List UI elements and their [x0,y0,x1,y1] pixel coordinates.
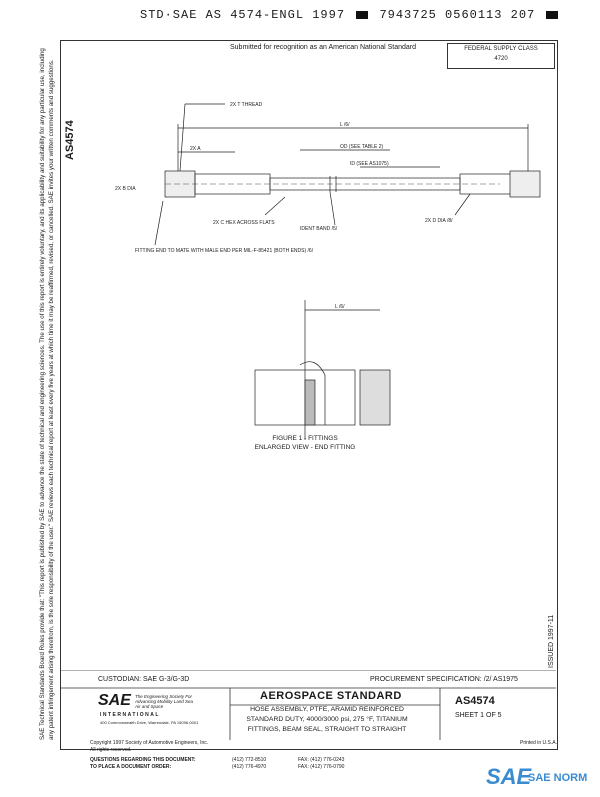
contact-phones: (412) 772-8510 (412) 776-4970 [232,757,266,771]
sae-tagline: The Engineering Society For Advancing Mo… [135,694,194,709]
technical-drawing: 2X T THREAD L /6/ 2X A OD (SEE TABLE 2) … [115,102,541,440]
watermark-text: SAE NORM [528,772,588,784]
phone-orders: (412) 776-4970 [232,764,267,770]
sae-address: 400 Commonwealth Drive, Warrendale, PA 1… [100,720,199,725]
procurement-spec: PROCUREMENT SPECIFICATION: /2/ AS1975 [370,676,518,683]
issued-date: ISSUED 1997-11 [548,614,555,668]
copyright-line: Copyright 1997 Society of Automotive Eng… [90,740,209,746]
printed-in: Printed in U.S.A. [520,740,557,746]
questions-label: QUESTIONS REGARDING THIS DOCUMENT: [90,757,196,763]
drawing-frame [60,40,558,750]
id-label: ID (SEE AS1075) [350,161,389,167]
standard-title: AEROSPACE STANDARD [260,690,402,702]
custodian: CUSTODIAN: SAE G-3/G-3D [98,676,190,683]
length-label: L /6/ [340,122,350,128]
redaction-block [546,10,559,19]
figure-subtitle: ENLARGED VIEW - END FITTING [254,444,356,451]
enlarged-length-label: L /6/ [335,304,345,310]
header-code: 7943725 0560113 207 [379,8,536,22]
watermark-logo: SAE [486,764,532,789]
header-identifier: STD·SAE AS 4574-ENGL 1997 [140,8,346,22]
supply-class-label: FEDERAL SUPPLY CLASS [464,46,538,52]
sheet-number: SHEET 1 OF 5 [455,712,502,719]
figure-title: FIGURE 1 - FITTINGS [272,435,338,442]
rights-line: All rights reserved. [90,747,132,753]
c-dim-label: 2X C HEX ACROSS FLATS [213,220,275,226]
document-header-line: STD·SAE AS 4574-ENGL 1997 7943725 056011… [140,8,561,22]
sae-logo: SAE [98,692,131,709]
supply-class-value: 4720 [494,56,508,62]
standard-description: HOSE ASSEMBLY, PTFE, ARAMID REINFORCED S… [246,706,408,733]
b-dim-label: 2X B DIA [115,186,136,192]
order-label: TO PLACE A DOCUMENT ORDER: [90,764,172,770]
title-block-grid [60,670,556,740]
d-dim-label: 2X D DIA /8/ [425,218,453,224]
thread-label: 2X T THREAD [230,102,263,108]
supply-class-box: FEDERAL SUPPLY CLASS 4720 [447,43,555,69]
ident-band-label: IDENT BAND /5/ [300,226,338,232]
contact-fax: FAX: (412) 776-0243 FAX: (412) 776-0790 [298,757,344,771]
submitted-note: Submitted for recognition as an American… [230,44,416,51]
copyright: Copyright 1997 Society of Automotive Eng… [90,740,208,754]
figure-caption: FIGURE 1 - FITTINGS ENLARGED VIEW - END … [220,434,390,452]
a-dim-label: 2X A [190,146,201,152]
disclaimer-text: SAE Technical Standards Board Rules prov… [39,48,55,740]
document-number: AS4574 [455,695,495,707]
contact-labels: QUESTIONS REGARDING THIS DOCUMENT: TO PL… [90,757,196,771]
fax-questions: FAX: (412) 776-0243 [298,757,345,763]
hose-assembly [154,103,541,440]
phone-questions: (412) 772-8510 [232,757,267,763]
sae-international: INTERNATIONAL [100,712,160,718]
drawing-labels: 2X T THREAD L /6/ 2X A OD (SEE TABLE 2) … [115,102,453,310]
redaction-block [356,10,369,19]
od-label: OD (SEE TABLE 2) [340,144,383,150]
fax-orders: FAX: (412) 776-0790 [298,764,345,770]
fitting-end-label: FITTING END TO MATE WITH MALE END PER MI… [135,248,314,254]
